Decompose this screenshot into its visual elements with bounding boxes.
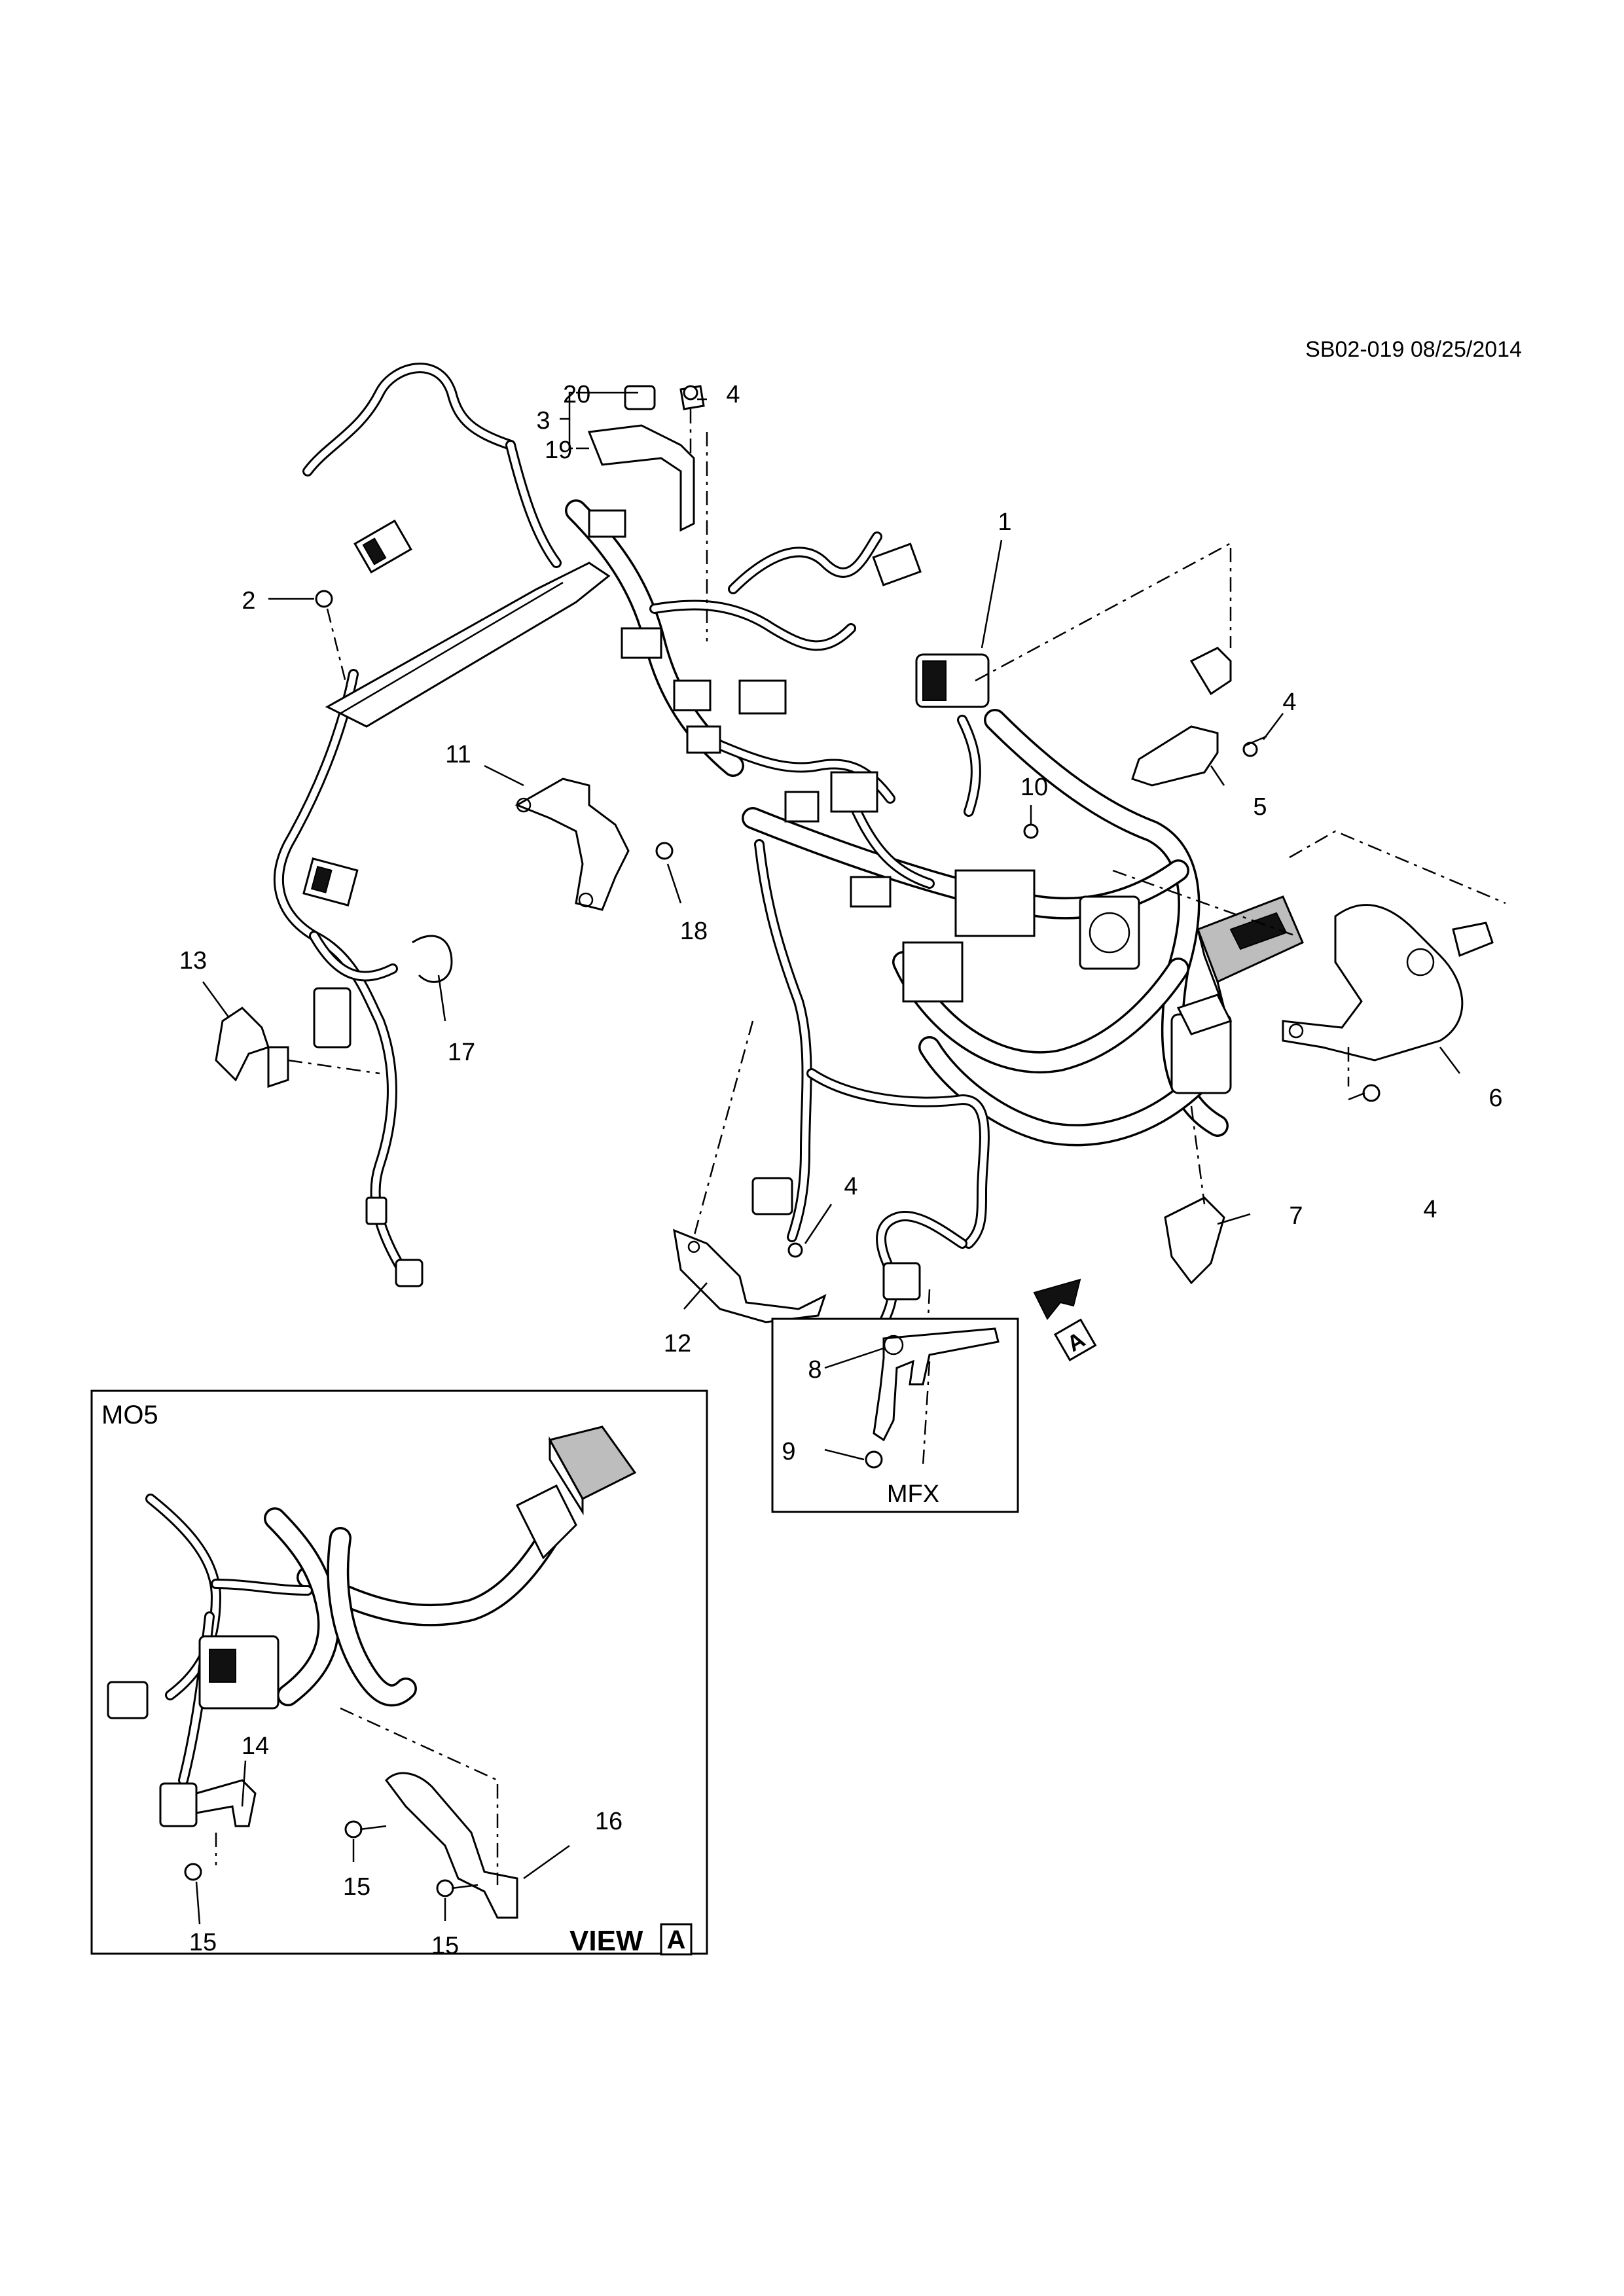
view-label: VIEW <box>569 1925 643 1957</box>
bracket-5 <box>1131 725 1219 787</box>
callout-9: 9 <box>782 1438 795 1465</box>
clip-13 <box>215 1007 270 1082</box>
callout-4-right: 4 <box>1282 689 1296 716</box>
ecu-module <box>1197 895 1304 1009</box>
callout-7: 7 <box>1289 1202 1303 1230</box>
callout-6: 6 <box>1489 1085 1502 1112</box>
callout-15-right: 15 <box>431 1932 459 1960</box>
callout-3: 3 <box>536 407 550 435</box>
wiring-harness <box>215 363 1494 1327</box>
bracket-11 <box>514 778 630 911</box>
callout-1: 1 <box>998 509 1011 536</box>
callouts: 1 2 3 20 19 4 4 5 10 11 18 13 17 6 4 7 4… <box>179 381 1503 1357</box>
callout-4-top: 4 <box>726 381 740 408</box>
bolt-4-center <box>787 1242 803 1258</box>
view-label-letter: A <box>667 1926 686 1954</box>
callout-15-middle: 15 <box>343 1873 370 1901</box>
mfx-label: MFX <box>887 1480 939 1508</box>
callout-17: 17 <box>448 1039 475 1066</box>
callout-14: 14 <box>242 1732 269 1760</box>
bracket-6 <box>1282 904 1464 1062</box>
callout-16: 16 <box>595 1808 623 1835</box>
callout-19: 19 <box>545 437 572 464</box>
inset-mo5: MO5 <box>90 1390 708 1960</box>
view-a-arrow: A <box>1033 1278 1097 1361</box>
grommet-7 <box>1164 1196 1225 1285</box>
bolt-18 <box>655 842 674 860</box>
callout-4-center: 4 <box>844 1173 857 1200</box>
bolt-4-top <box>683 385 698 401</box>
document-id: SB02-019 08/25/2014 <box>1305 337 1522 362</box>
callout-2: 2 <box>242 587 255 615</box>
callout-8: 8 <box>808 1356 821 1384</box>
callout-15-left: 15 <box>189 1929 217 1956</box>
inset-mfx: 8 9 MFX <box>771 1318 1019 1513</box>
clip-17 <box>412 935 453 983</box>
callout-12: 12 <box>664 1330 691 1357</box>
mo5-label: MO5 <box>101 1401 158 1429</box>
leader-lines <box>202 391 1460 1310</box>
callout-4-lower-right: 4 <box>1423 1196 1437 1223</box>
callout-11: 11 <box>445 741 471 768</box>
callout-13: 13 <box>179 947 207 975</box>
callout-20: 20 <box>563 381 590 408</box>
bolt-10 <box>1023 823 1039 839</box>
bracket-19 <box>587 424 695 532</box>
callout-10: 10 <box>1020 774 1048 801</box>
nut-2 <box>315 590 333 608</box>
bolt-4-lower-right <box>1362 1084 1380 1102</box>
bracket-12 <box>673 1229 827 1323</box>
callout-5: 5 <box>1253 793 1267 821</box>
callout-18: 18 <box>680 918 708 945</box>
